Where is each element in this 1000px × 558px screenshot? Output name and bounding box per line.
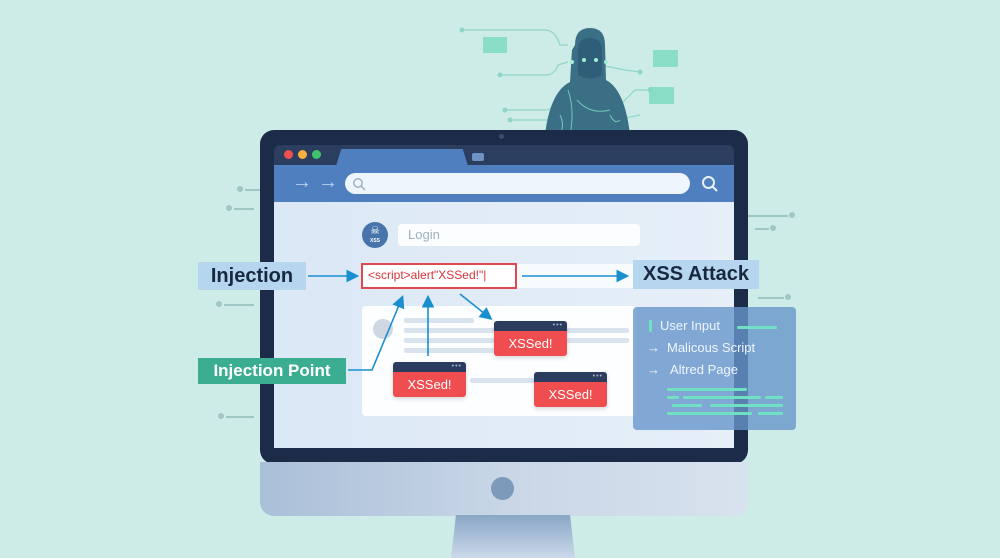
- flow-item-user-input: User Input: [660, 318, 720, 333]
- decor-line: [245, 189, 270, 191]
- flow-bar: [672, 404, 702, 407]
- decor-line: [758, 297, 784, 299]
- monitor-power-button: [491, 477, 514, 500]
- decor-dot: [218, 413, 224, 419]
- xss-alert-popup[interactable]: ••• XSSed!: [494, 321, 567, 356]
- xss-alert-popup[interactable]: ••• XSSed!: [393, 362, 466, 397]
- monitor-stand: [451, 515, 575, 558]
- decor-line: [226, 416, 254, 418]
- decor-dot: [237, 186, 243, 192]
- flow-bar: [667, 412, 752, 415]
- hacker-figure-icon: [459, 27, 678, 135]
- script-injection-input[interactable]: <script>alert"XSSed!"|: [361, 263, 517, 289]
- decor-dot: [789, 212, 795, 218]
- flow-bar: [737, 326, 777, 329]
- injection-point-label: Injection Point: [198, 358, 346, 384]
- injection-label: Injection: [198, 262, 306, 290]
- new-tab-button[interactable]: [472, 153, 484, 161]
- search-icon[interactable]: [701, 175, 719, 193]
- flow-item-altered-page: Altred Page: [670, 362, 738, 377]
- xss-attack-label: XSS Attack: [633, 260, 759, 289]
- close-window-button[interactable]: [284, 150, 293, 159]
- placeholder-line: [470, 378, 535, 383]
- flow-bar: [765, 396, 783, 399]
- xss-logo: ☠ XSS: [362, 222, 388, 248]
- decor-dot: [216, 301, 222, 307]
- decor-dot: [785, 294, 791, 300]
- arrow-right-icon: →: [647, 340, 660, 355]
- back-arrow-icon[interactable]: →: [292, 171, 312, 193]
- address-search-icon: [353, 178, 366, 191]
- arrow-right-icon: →: [647, 362, 660, 377]
- placeholder-line: [404, 318, 474, 323]
- popup-menu-dots-icon: •••: [592, 373, 603, 380]
- decor-dot: [770, 225, 776, 231]
- popup-menu-dots-icon: •••: [552, 322, 563, 329]
- decor-line: [224, 304, 254, 306]
- decor-line: [755, 228, 769, 230]
- maximize-window-button[interactable]: [312, 150, 321, 159]
- flow-bar: [667, 396, 679, 399]
- minimize-window-button[interactable]: [298, 150, 307, 159]
- skull-icon: ☠: [370, 225, 380, 237]
- browser-tab[interactable]: [336, 149, 468, 166]
- flow-marker: [649, 320, 652, 332]
- popup-message: XSSed!: [534, 382, 607, 407]
- popup-message: XSSed!: [393, 372, 466, 397]
- decor-line: [748, 215, 788, 217]
- flow-bar: [667, 388, 747, 391]
- decor-dot: [226, 205, 232, 211]
- login-input[interactable]: Login: [398, 224, 640, 246]
- flow-bar: [758, 412, 783, 415]
- forward-arrow-icon[interactable]: →: [318, 171, 338, 193]
- address-bar-input[interactable]: [345, 173, 690, 194]
- xss-alert-popup[interactable]: ••• XSSed!: [534, 372, 607, 407]
- camera-icon: [499, 134, 504, 139]
- flow-bar: [710, 404, 783, 407]
- popup-menu-dots-icon: •••: [451, 363, 462, 370]
- placeholder-line: [404, 348, 494, 353]
- flow-bar: [683, 396, 761, 399]
- xss-logo-text: XSS: [369, 238, 380, 244]
- popup-message: XSSed!: [494, 331, 567, 356]
- decor-line: [234, 208, 254, 210]
- flow-item-malicious-script: Malicous Script: [667, 340, 756, 355]
- avatar: [373, 319, 393, 339]
